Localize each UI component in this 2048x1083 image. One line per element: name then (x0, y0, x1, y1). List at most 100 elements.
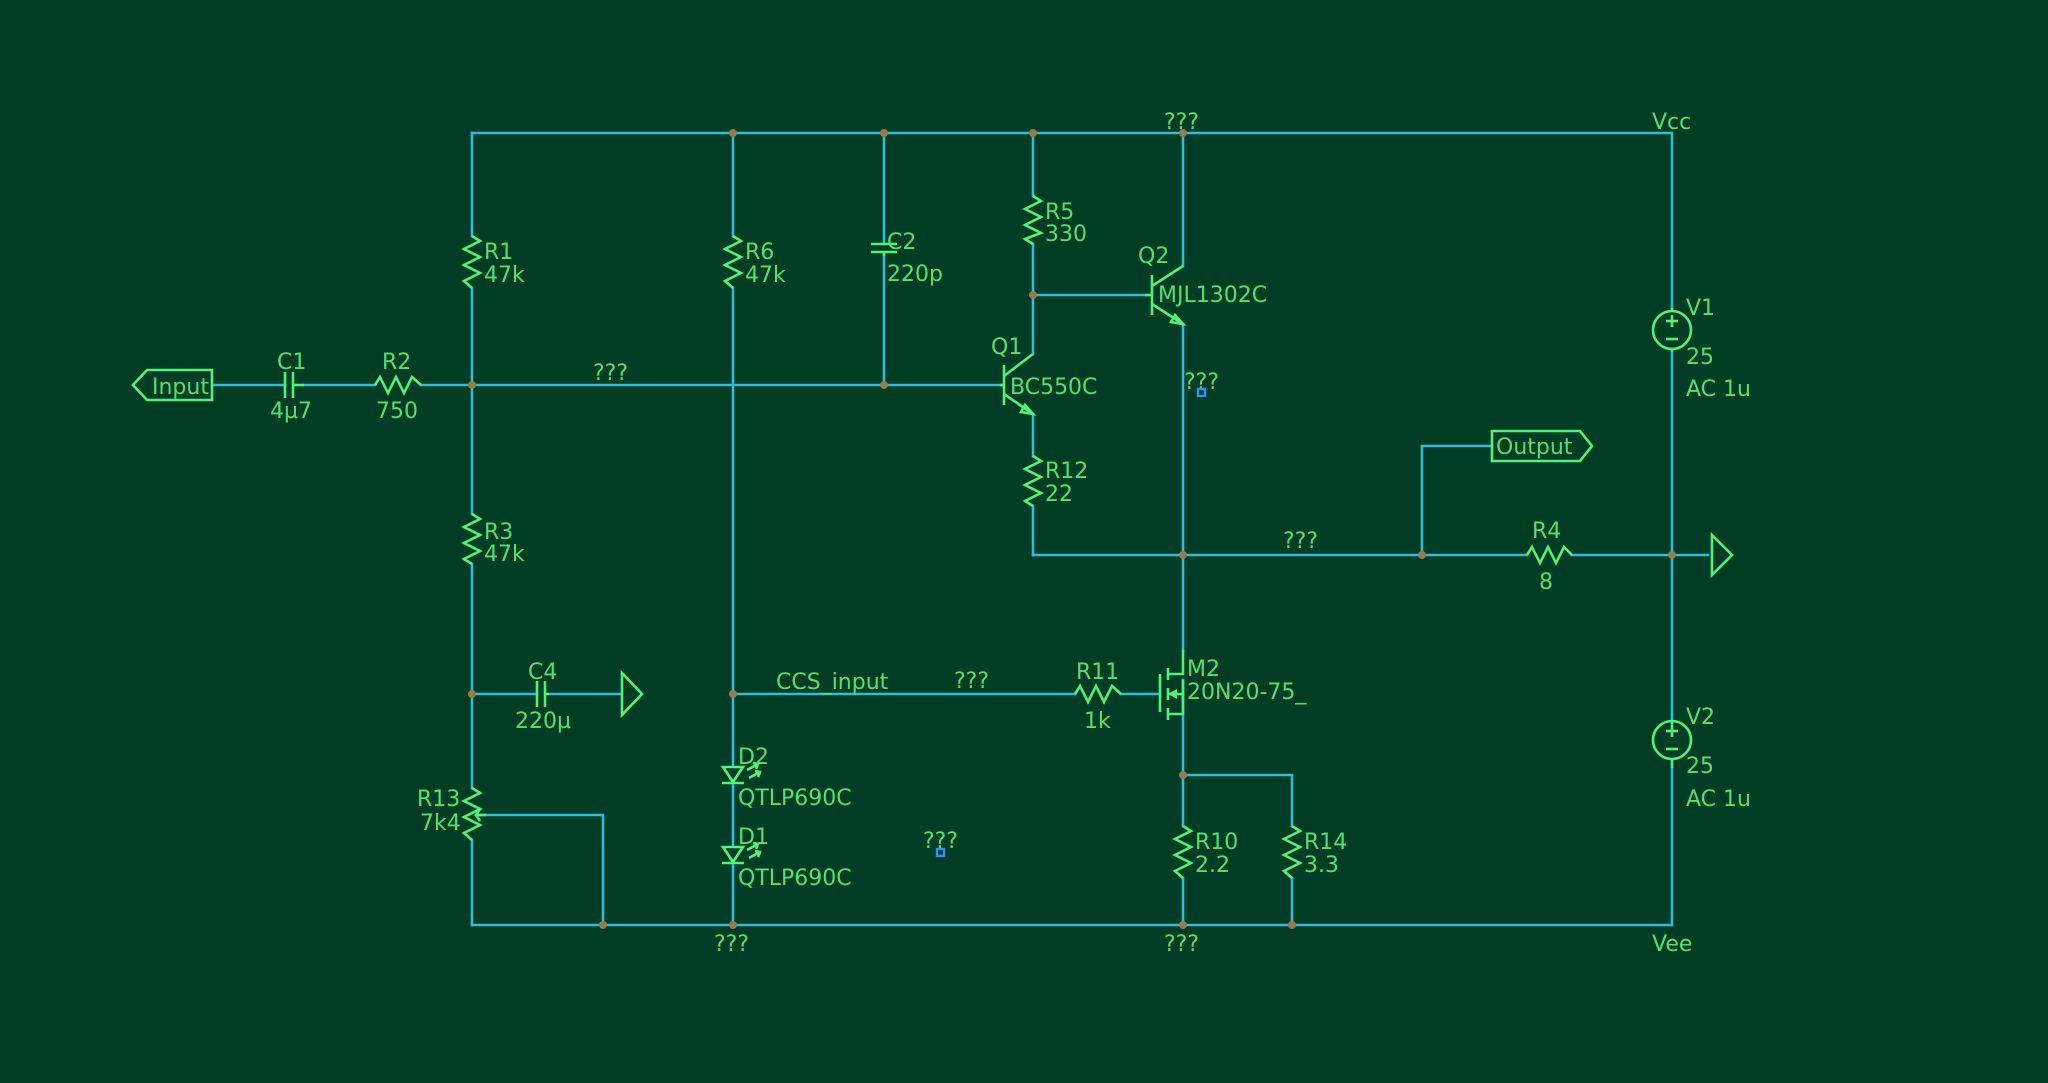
r4-value: 8 (1539, 570, 1553, 595)
input-port[interactable]: Input (131, 368, 214, 402)
d2-value: QTLP690C (738, 786, 852, 811)
junction-dot (729, 129, 737, 137)
net-label-unknown-top: ??? (1164, 110, 1199, 135)
c1-value: 4µ7 (270, 399, 312, 424)
resistor-r4[interactable]: R4 8 (1525, 519, 1573, 595)
r12-value: 22 (1045, 482, 1073, 507)
net-label-unknown-ccs: ??? (954, 669, 989, 694)
v1-value: 25 (1686, 345, 1714, 370)
r3-value: 47k (484, 542, 525, 567)
v2-ref: V2 (1686, 705, 1715, 730)
capacitor-c1[interactable]: C1 4µ7 (270, 350, 312, 424)
net-label-unknown-bottom-left: ??? (714, 932, 749, 957)
q2-ref: Q2 (1138, 244, 1169, 269)
resistor-r3[interactable]: R3 47k (461, 512, 525, 567)
m2-value: 20N20-75_ (1187, 680, 1307, 705)
net-label-unknown-output: ??? (1283, 529, 1318, 554)
v1-ac: AC 1u (1686, 377, 1751, 402)
junction-dot (1418, 551, 1426, 559)
r10-value: 2.2 (1195, 853, 1230, 878)
potentiometer-r13[interactable]: R13 7k4 (417, 786, 486, 841)
junction-dot (1288, 921, 1296, 929)
resistor-r10[interactable]: R10 2.2 (1172, 824, 1238, 879)
junction-dot (1668, 551, 1676, 559)
r6-ref: R6 (745, 240, 774, 265)
c2-value: 220p (887, 262, 943, 287)
d1-ref: D1 (738, 825, 769, 850)
junction-dot (1029, 129, 1037, 137)
m2-ref: M2 (1187, 657, 1220, 682)
r14-ref: R14 (1304, 830, 1347, 855)
c1-ref: C1 (277, 350, 306, 375)
r5-value: 330 (1045, 222, 1087, 247)
c4-value: 220µ (515, 709, 571, 734)
q1-ref: Q1 (991, 335, 1022, 360)
resistor-r5[interactable]: R5 330 (1022, 194, 1087, 247)
r2-ref: R2 (382, 350, 411, 375)
resistor-r1[interactable]: R1 47k (461, 234, 525, 289)
net-label-unknown-emitter: ??? (1184, 370, 1219, 395)
junction-dot (1179, 551, 1187, 559)
resistor-r12[interactable]: R12 22 (1022, 454, 1088, 508)
output-port-label: Output (1496, 435, 1573, 460)
input-port-label: Input (152, 375, 209, 400)
net-label-unknown-mid: ??? (923, 829, 958, 854)
capacitor-c2[interactable]: C2 220p (871, 230, 943, 287)
c4-ref: C4 (528, 660, 557, 685)
v2-value: 25 (1686, 754, 1714, 779)
r12-ref: R12 (1045, 459, 1088, 484)
resistor-r2[interactable]: R2 750 (373, 350, 422, 424)
d2-ref: D2 (738, 745, 769, 770)
junction-dot (1179, 771, 1187, 779)
r3-ref: R3 (484, 520, 513, 545)
net-label-unknown-bottom-right: ??? (1164, 932, 1199, 957)
r10-ref: R10 (1195, 830, 1238, 855)
net-label-unknown-input: ??? (593, 361, 628, 386)
output-port[interactable]: Output (1490, 429, 1594, 463)
voltage-source-v2[interactable]: V2 25 AC 1u (1651, 705, 1751, 812)
probe-marker[interactable] (935, 847, 946, 858)
r1-value: 47k (484, 263, 525, 288)
vee-label: Vee (1652, 932, 1692, 957)
r6-value: 47k (745, 263, 786, 288)
net-labels: Vcc Vee CCS_input ??? ??? ??? ??? ??? ??… (593, 110, 1692, 957)
v2-ac: AC 1u (1686, 787, 1751, 812)
led-d1[interactable]: D1 QTLP690C (720, 825, 852, 891)
voltage-source-v1[interactable]: V1 25 AC 1u (1651, 296, 1751, 402)
r13-value: 7k4 (420, 811, 461, 836)
ground-symbol-output (1710, 531, 1734, 579)
capacitor-c4[interactable]: C4 220µ (515, 660, 571, 734)
r13-ref: R13 (417, 787, 460, 812)
resistor-r11[interactable]: R11 1k (1073, 660, 1122, 734)
wires (210, 131, 1710, 927)
junction-dot (880, 129, 888, 137)
probe-markers (935, 387, 1207, 858)
r4-ref: R4 (1532, 519, 1561, 544)
probe-marker[interactable] (1196, 387, 1207, 398)
resistor-r14[interactable]: R14 3.3 (1281, 824, 1347, 879)
junction-dot (599, 921, 607, 929)
junction-dot (468, 690, 476, 698)
q1-value: BC550C (1010, 375, 1097, 400)
transistor-q1[interactable]: Q1 BC550C (991, 335, 1097, 416)
junction-dot (468, 381, 476, 389)
c2-ref: C2 (887, 230, 916, 255)
mosfet-m2[interactable]: M2 20N20-75_ (1158, 650, 1307, 720)
junction-dot (729, 921, 737, 929)
resistor-r6[interactable]: R6 47k (722, 234, 786, 289)
v1-ref: V1 (1686, 296, 1715, 321)
r11-value: 1k (1084, 709, 1111, 734)
r14-value: 3.3 (1304, 853, 1339, 878)
junctions (468, 129, 1676, 929)
junction-dot (880, 381, 888, 389)
junction-dot (729, 690, 737, 698)
r5-ref: R5 (1045, 200, 1074, 225)
r2-value: 750 (376, 399, 418, 424)
ccs-input-label: CCS_input (776, 670, 889, 695)
transistor-q2[interactable]: Q2 MJL1302C (1138, 244, 1267, 326)
led-d2[interactable]: D2 QTLP690C (720, 745, 852, 811)
q2-value: MJL1302C (1158, 283, 1267, 308)
r11-ref: R11 (1076, 660, 1119, 685)
d1-value: QTLP690C (738, 866, 852, 891)
